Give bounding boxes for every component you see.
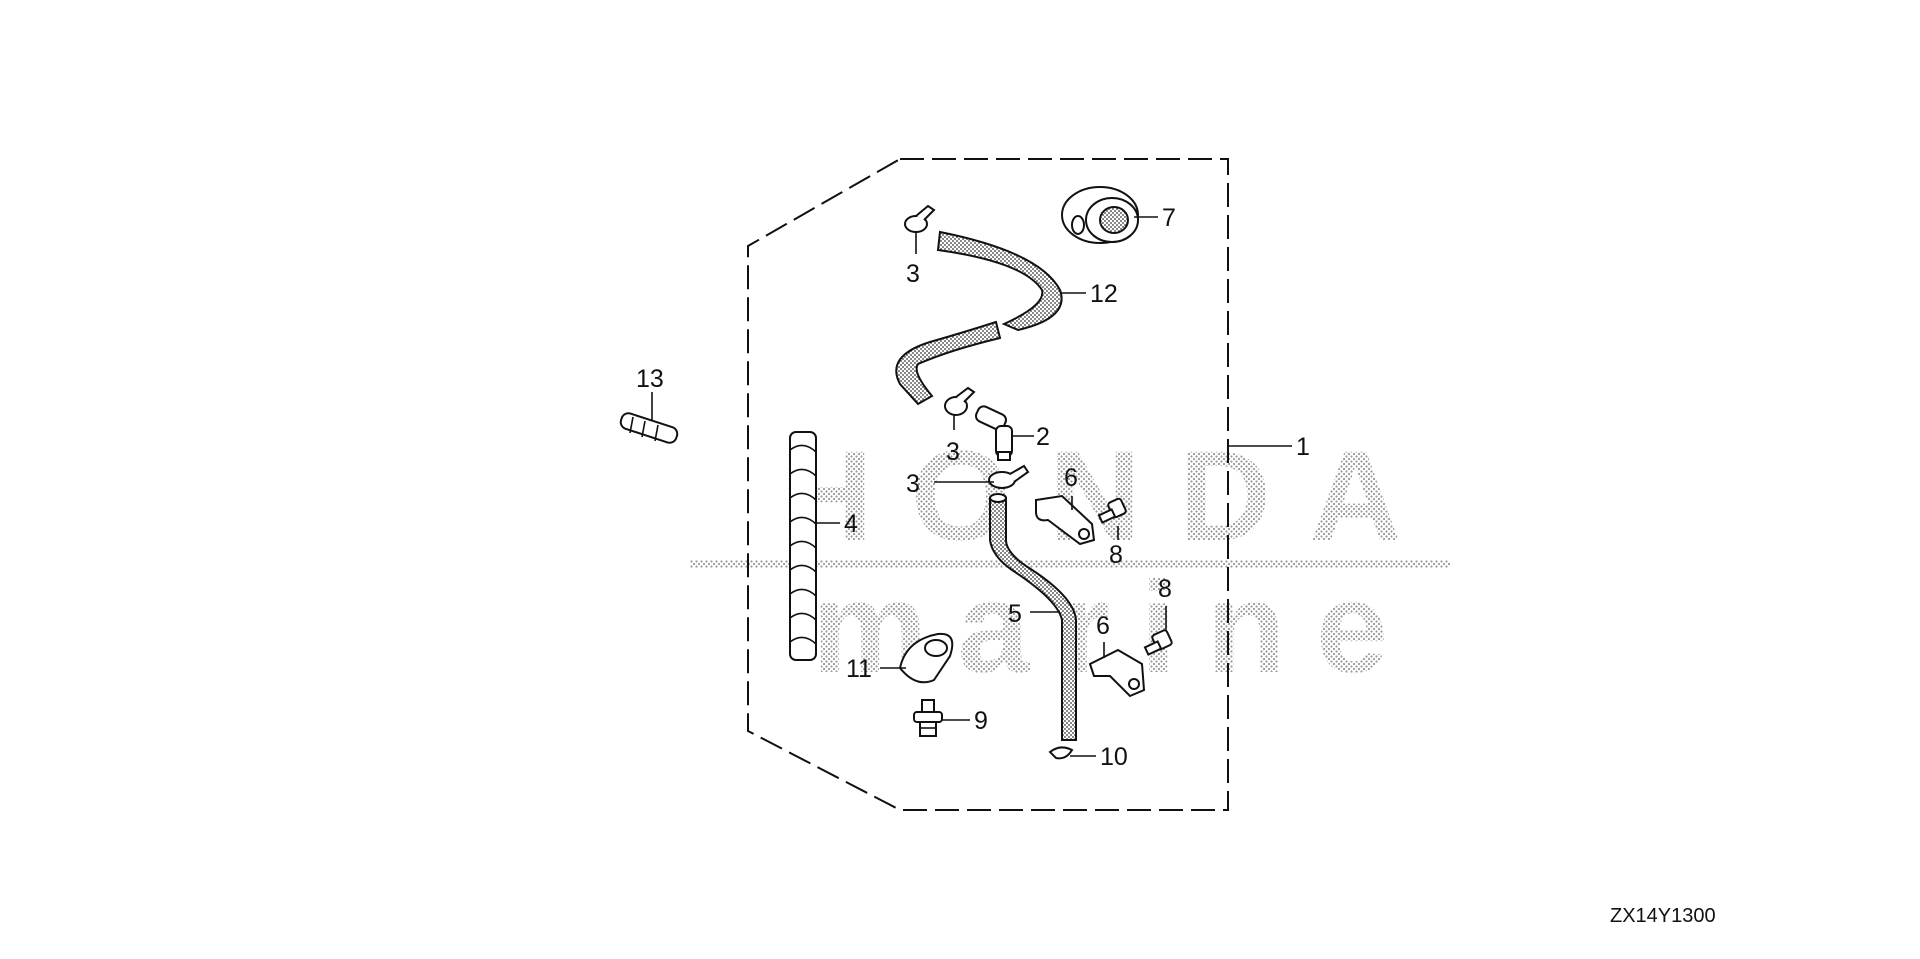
callout-3-middle: 3 [946,438,960,466]
clip-part-10 [1048,746,1074,760]
callout-3-top: 3 [906,260,920,288]
bracket-part-6-upper [1035,494,1096,546]
callout-6-upper: 6 [1064,464,1078,492]
callout-2: 2 [1036,423,1050,451]
vent-tube-part-5 [989,493,1077,741]
bracket-part-6-lower [1088,648,1146,698]
callout-8-lower: 8 [1158,575,1172,603]
kit-boundary [747,158,1229,811]
leader-lines [651,216,1292,757]
grommet-part-7 [1061,186,1139,244]
screw-part-9 [913,699,943,737]
callout-4: 4 [844,510,858,538]
hose-clip-part-3-top [904,204,936,233]
spiral-protector-part-4 [789,431,817,661]
callout-3-lower: 3 [906,470,920,498]
hose-clip-part-3-middle [944,386,976,416]
diagram-code: ZX14Y1300 [1610,905,1716,927]
callout-labels: 1 2 3 3 3 4 5 6 6 7 8 8 9 10 11 12 13 [636,204,1310,771]
hose-clip-part-3-lower [988,464,1030,489]
fuel-hose-part-12 [895,230,1063,406]
watermark-divider [690,560,1450,568]
bolt-part-8-upper [1097,497,1127,524]
callout-6-lower: 6 [1096,612,1110,640]
clamp-part-11 [898,632,954,684]
joint-part-13 [619,412,679,444]
elbow-joint-part-2 [974,405,1013,461]
callout-11: 11 [846,655,872,683]
callout-13: 13 [636,365,664,393]
callout-7: 7 [1162,204,1176,232]
watermark-honda: HONDA [780,425,1439,568]
callout-12: 12 [1090,280,1118,308]
callout-10: 10 [1100,743,1128,771]
callout-5: 5 [1008,600,1022,628]
callout-1: 1 [1296,433,1310,461]
callout-8-upper: 8 [1109,541,1123,569]
bolt-part-8-lower [1143,629,1173,656]
callout-9: 9 [974,707,988,735]
